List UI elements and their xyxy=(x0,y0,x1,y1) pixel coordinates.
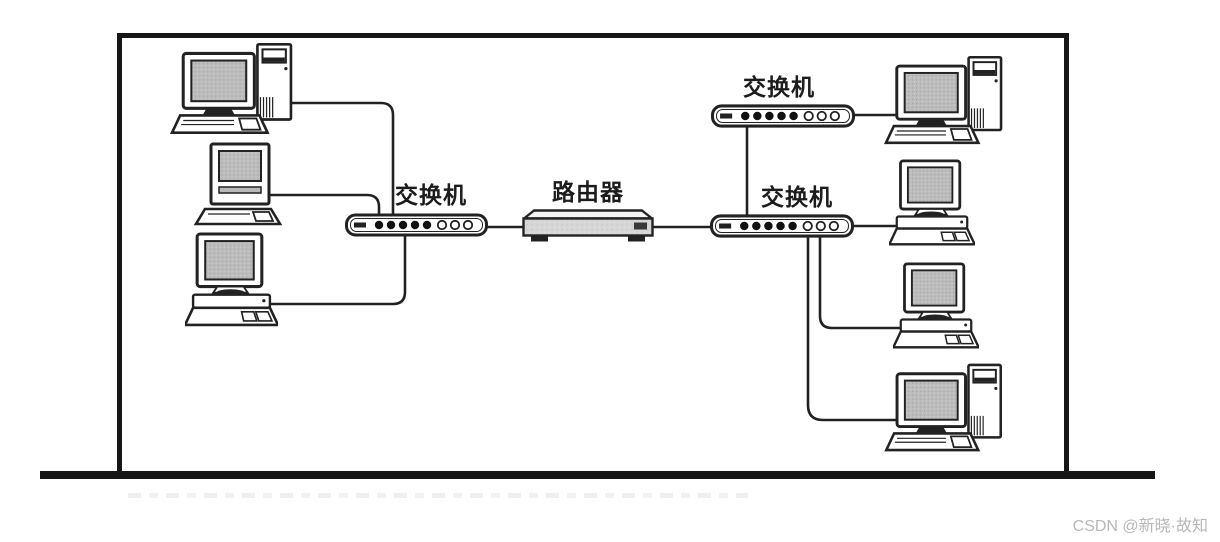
csdn-watermark: CSDN @新晓·故知 xyxy=(1072,518,1208,535)
router-icon xyxy=(522,209,654,242)
computer-icon xyxy=(893,262,979,349)
workstation-tower-left-1 xyxy=(170,42,294,136)
workstation-tower-right-1 xyxy=(884,55,1004,146)
switch-left-label: 交换机 xyxy=(395,183,467,208)
switch-bottom-right xyxy=(710,214,854,238)
workstation-tower-right-4 xyxy=(884,363,1004,453)
cropped-caption-artifact xyxy=(128,493,748,498)
diagram-baseline xyxy=(40,471,1155,479)
switch-icon xyxy=(710,214,854,238)
diagram-frame xyxy=(117,33,1069,472)
switch-bottom-right-label: 交换机 xyxy=(761,185,833,210)
workstation-desktop-right-3 xyxy=(893,262,979,351)
switch-icon xyxy=(711,104,855,128)
computer-icon xyxy=(185,232,278,327)
computer-icon xyxy=(884,55,1003,145)
switch-left xyxy=(345,213,488,237)
switch-icon xyxy=(345,213,488,237)
workstation-desktop-left-3 xyxy=(185,231,278,330)
router xyxy=(521,208,655,245)
workstation-compact-left-2 xyxy=(193,142,285,226)
router-label: 路由器 xyxy=(552,180,624,205)
computer-icon xyxy=(193,142,283,226)
computer-icon xyxy=(884,363,1003,452)
switch-top-right xyxy=(711,104,855,128)
computer-icon xyxy=(170,42,293,135)
switch-top-right-label: 交换机 xyxy=(743,75,815,100)
workstation-desktop-right-2 xyxy=(889,159,975,248)
computer-icon xyxy=(889,159,975,246)
